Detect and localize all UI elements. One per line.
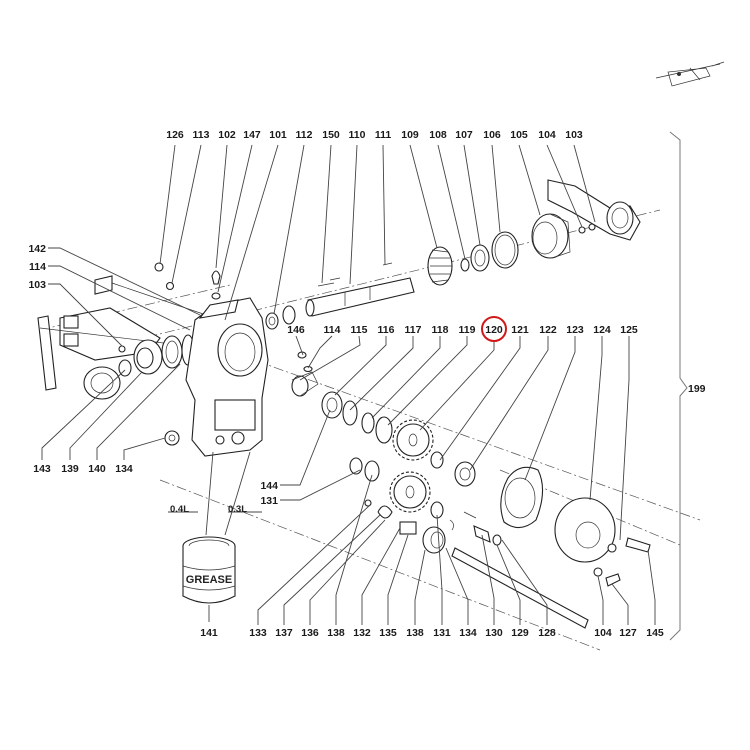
part-label-138[interactable]: 138 [406, 627, 424, 639]
cover-plates [500, 466, 651, 587]
part-label-137[interactable]: 137 [275, 627, 293, 639]
part-label-102[interactable]: 102 [218, 129, 236, 141]
part-label-139[interactable]: 139 [61, 463, 79, 475]
part-label-112[interactable]: 112 [296, 129, 313, 141]
part-label-146[interactable]: 146 [287, 324, 305, 336]
part-label-130[interactable]: 130 [485, 627, 503, 639]
part-label-126[interactable]: 126 [166, 129, 184, 141]
part-label-103[interactable]: 103 [565, 129, 583, 141]
part-label-111[interactable]: 111 [375, 129, 392, 141]
gearbox-housing [154, 262, 269, 457]
part-label-124[interactable]: 124 [593, 324, 611, 336]
part-label-114[interactable]: 114 [29, 261, 46, 273]
part-label-131[interactable]: 131 [433, 627, 451, 639]
part-label-114[interactable]: 114 [324, 324, 341, 336]
part-label-132[interactable]: 132 [353, 627, 371, 639]
part-label-105[interactable]: 105 [510, 129, 528, 141]
part-label-106[interactable]: 106 [483, 129, 501, 141]
part-label-138[interactable]: 138 [327, 627, 345, 639]
part-label-109[interactable]: 109 [401, 129, 419, 141]
grease-can-text: GREASE [186, 574, 232, 586]
part-label-141[interactable]: 141 [200, 627, 218, 639]
part-label-128[interactable]: 128 [538, 627, 556, 639]
part-label-136[interactable]: 136 [301, 627, 319, 639]
part-label-142[interactable]: 142 [28, 243, 46, 255]
part-label-134[interactable]: 134 [115, 463, 133, 475]
bevel-gear [427, 246, 453, 286]
output-shaft [451, 547, 589, 629]
part-label-150[interactable]: 150 [322, 129, 340, 141]
part-label-116[interactable]: 116 [378, 324, 395, 336]
input-shaft [305, 262, 415, 317]
part-label-117[interactable]: 117 [405, 324, 422, 336]
part-label-145[interactable]: 145 [646, 627, 664, 639]
part-label-143[interactable]: 143 [33, 463, 51, 475]
top-labels: 126 113 102 147 101 112 150 110 111 109 108 107 106 1… [166, 129, 583, 141]
part-label-104[interactable]: 104 [538, 129, 556, 141]
part-label-113[interactable]: 113 [193, 129, 210, 141]
part-label-120[interactable]: 120 [485, 324, 503, 336]
oil-volume-left: 0.4L [170, 504, 189, 515]
grease-can: GREASE [182, 536, 236, 622]
part-label-129[interactable]: 129 [511, 627, 529, 639]
part-label-108[interactable]: 108 [429, 129, 447, 141]
middle-labels: 146 114 115 116 117 118 119 120 121 122 123 124 125 [287, 324, 638, 336]
part-label-107[interactable]: 107 [455, 129, 473, 141]
oil-volume-right: 0.3L [228, 504, 247, 515]
part-label-134[interactable]: 134 [459, 627, 477, 639]
bottom-labels: 133 137 136 138 132 135 138 131 134 130 129 128 104 1… [249, 627, 664, 639]
group-label: 199 [688, 383, 706, 395]
part-label-147[interactable]: 147 [243, 129, 261, 141]
part-label-101[interactable]: 101 [269, 129, 287, 141]
part-label-104[interactable]: 104 [594, 627, 612, 639]
lower-left-labels: 143 139 140 134 [33, 463, 133, 475]
logo-sketch-icon [655, 61, 725, 87]
leader-lines [41, 144, 656, 625]
part-label-122[interactable]: 122 [539, 324, 557, 336]
part-label-127[interactable]: 127 [619, 627, 637, 639]
part-label-110[interactable]: 110 [349, 129, 366, 141]
part-label-115[interactable]: 115 [351, 324, 368, 336]
part-label-133[interactable]: 133 [249, 627, 267, 639]
part-label-125[interactable]: 125 [620, 324, 638, 336]
part-label-123[interactable]: 123 [566, 324, 584, 336]
part-label-119[interactable]: 119 [459, 324, 476, 336]
part-label-131[interactable]: 131 [260, 495, 278, 507]
upper-right-parts [460, 179, 641, 272]
part-label-144[interactable]: 144 [260, 480, 278, 492]
part-label-140[interactable]: 140 [88, 463, 106, 475]
part-label-118[interactable]: 118 [432, 324, 449, 336]
part-label-121[interactable]: 121 [511, 324, 529, 336]
gear-train [291, 351, 502, 554]
part-label-135[interactable]: 135 [379, 627, 397, 639]
bearing-oring [265, 305, 296, 330]
part-label-103[interactable]: 103 [28, 279, 46, 291]
highlight-circle [481, 316, 507, 342]
group-bracket: 199 [669, 131, 706, 641]
left-labels: 142 114 103 [28, 243, 46, 291]
